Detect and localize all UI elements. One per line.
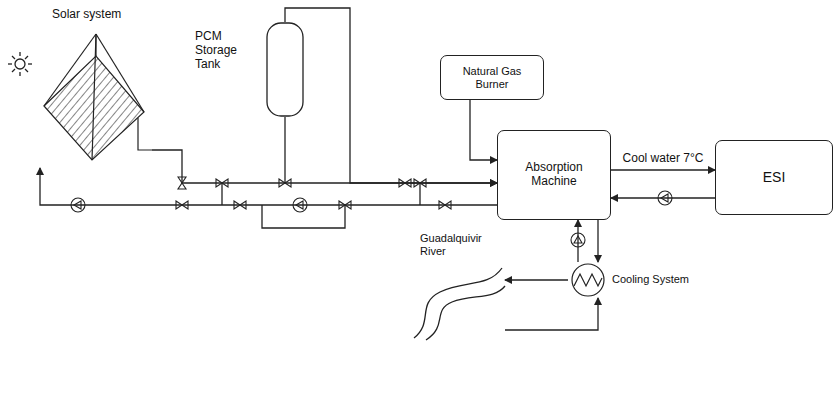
pipe-connector (505, 298, 598, 330)
pipe-connector (152, 150, 497, 183)
node-label: Natural Gas Burner (445, 65, 539, 90)
bypass-pipe (419, 183, 420, 205)
node-label: Guadalquivir River (420, 232, 504, 257)
machine-box: Absorption Machine (497, 130, 611, 220)
burner-box: Natural Gas Burner (440, 55, 544, 100)
load-box: ESI (715, 140, 833, 215)
heat-exchanger: Cooling System (568, 262, 698, 298)
storage-tank: PCM Storage Tank (195, 22, 307, 117)
solar-collector-drawing (30, 8, 152, 168)
bypass-pipe (221, 183, 222, 205)
tank-pipe (284, 117, 285, 183)
pipe-connector (577, 220, 578, 262)
pipe-connector (470, 100, 497, 160)
pipe-connector (597, 220, 598, 262)
pipe-connector (505, 279, 568, 280)
node-label: Absorption Machine (502, 161, 606, 189)
node-label: ESI (763, 169, 786, 185)
node-label: Cooling System (612, 273, 689, 286)
river-symbol: Guadalquivir River (410, 230, 505, 340)
pipe-connector (611, 169, 715, 170)
edge-label: Cool water 7°C (621, 151, 706, 165)
node-label: PCM Storage Tank (195, 30, 265, 71)
pipe-connector (611, 197, 715, 198)
node-label: Solar system (52, 8, 121, 22)
solar-collector: Solar system (30, 8, 152, 168)
pipe-connector (40, 168, 497, 205)
sun-symbol (8, 52, 32, 76)
